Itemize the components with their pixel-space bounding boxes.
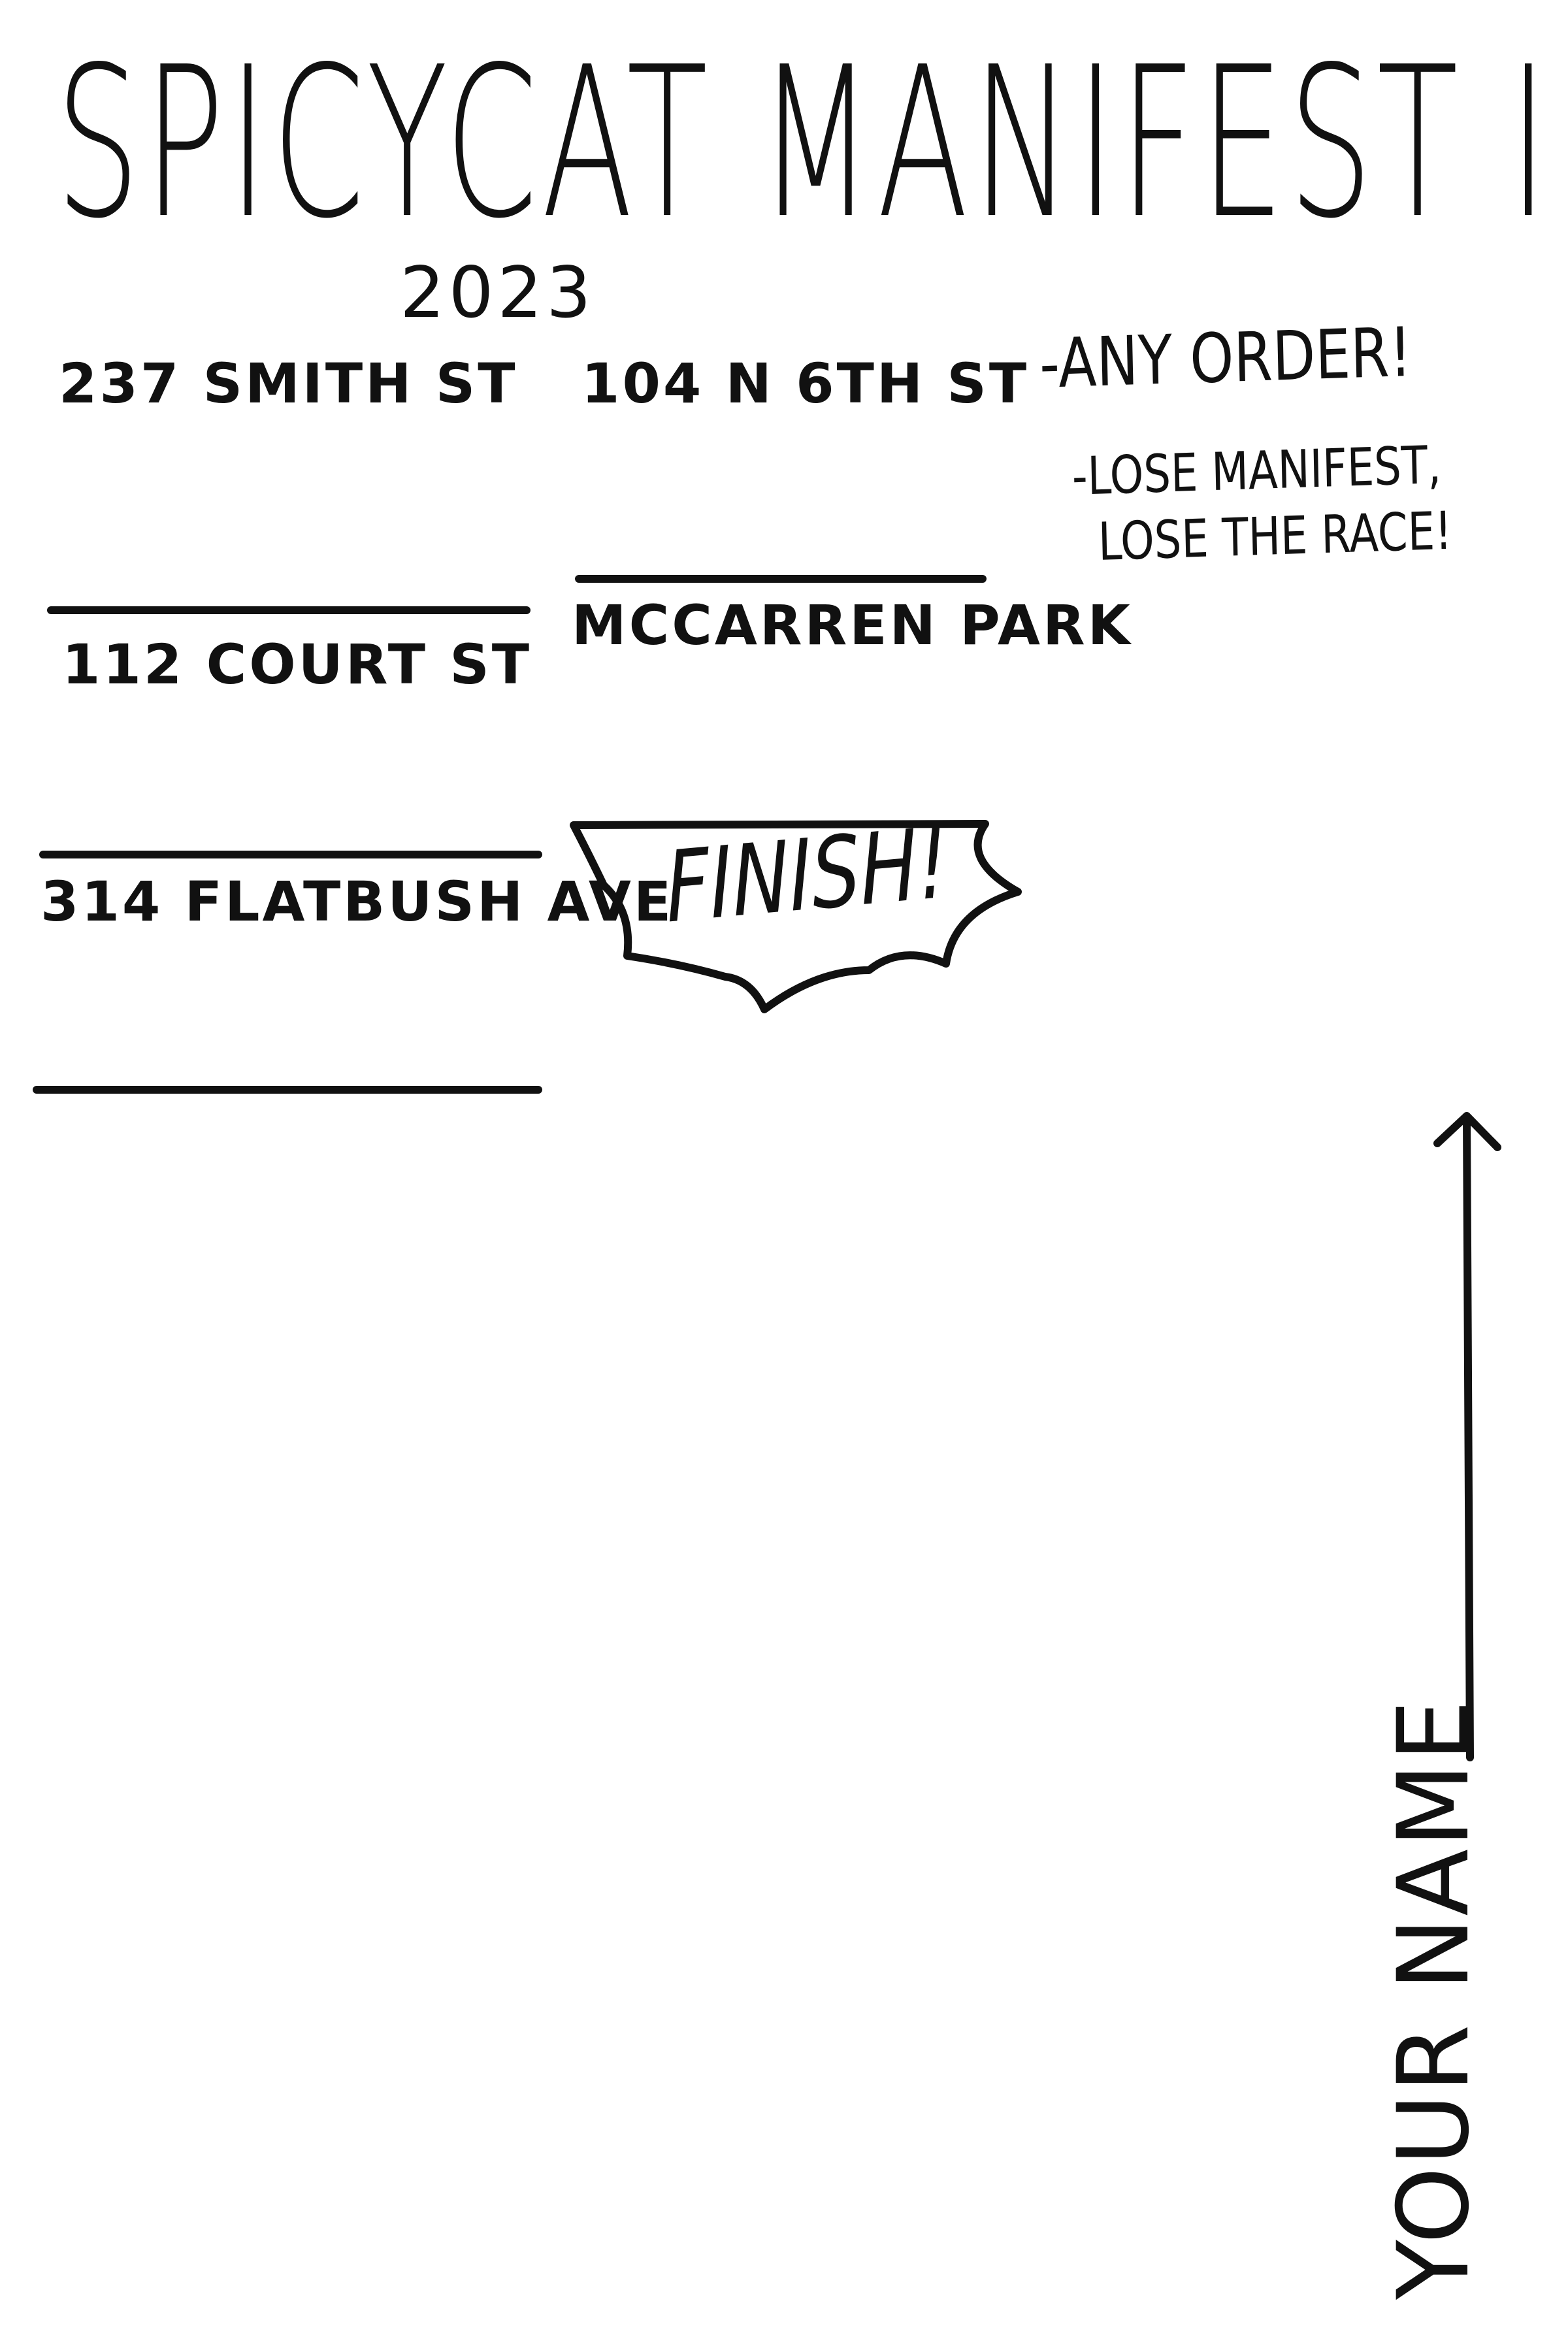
finish-banner-shape (570, 820, 1022, 1013)
stop-5-write-line[interactable] (33, 1086, 542, 1094)
stop-1-write-line[interactable] (47, 606, 531, 614)
manifest-title: SPICYCAT MANIFEST II (56, 22, 1568, 264)
finish-banner: FINISH! (562, 806, 1045, 1029)
stop-label-2: 104 N 6TH ST (581, 351, 1030, 416)
stop-label-3: 112 COURT ST (62, 632, 532, 696)
stop-2-write-line[interactable] (575, 575, 987, 583)
your-name-label[interactable]: YOUR NAME (1377, 1698, 1491, 2300)
stop-label-1: 237 SMITH ST (59, 351, 518, 416)
note-any-order: -ANY ORDER! (1038, 312, 1413, 404)
stop-label-5: 314 FLATBUSH AVE (41, 870, 674, 934)
arrow-up-icon (1433, 1112, 1501, 1761)
stop-label-4: MCCARREN PARK (572, 593, 1133, 657)
finish-label: FINISH! (662, 806, 951, 945)
note-lose-race: LOSE THE RACE! (1097, 500, 1453, 572)
stop-3-write-line[interactable] (39, 851, 542, 858)
note-lose-manifest: -LOSE MANIFEST, (1071, 434, 1442, 507)
manifest-year: 2023 (400, 252, 595, 334)
